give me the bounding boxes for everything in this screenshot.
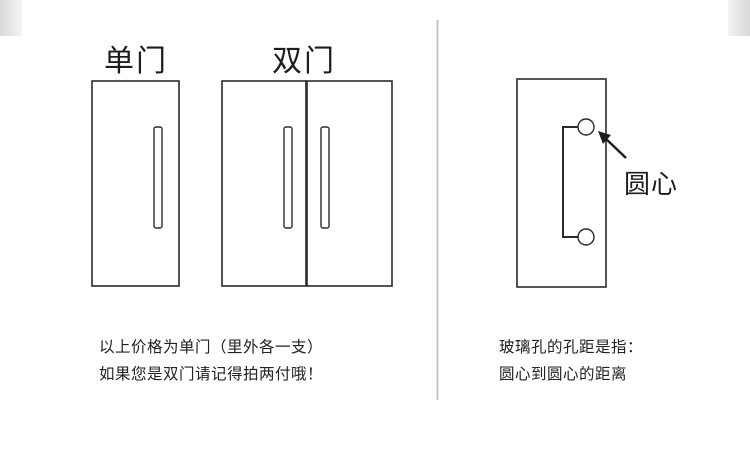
handle-bracket: [562, 126, 578, 238]
right-caption-line-2: 圆心到圆心的距离: [499, 365, 628, 383]
double-door-left-panel: [221, 80, 307, 287]
double-door-right-handle: [320, 126, 330, 229]
center-point-label: 圆心: [624, 170, 679, 200]
corner-shade-left: [0, 0, 22, 36]
glass-hole-bottom: [577, 228, 595, 246]
single-door-illustration: [91, 80, 180, 287]
glass-door-panel: [516, 78, 607, 288]
double-door-illustration: [221, 80, 393, 287]
corner-shade-right: [728, 0, 750, 36]
right-caption-line-1: 玻璃孔的孔距是指：: [499, 338, 644, 356]
glass-hole-top: [577, 118, 595, 136]
left-caption-line-2: 如果您是双门请记得拍两付哦！: [99, 365, 324, 383]
single-door-panel: [91, 80, 180, 287]
double-door-left-handle: [283, 126, 293, 229]
single-door-handle: [153, 126, 163, 229]
glass-door-illustration: [516, 78, 627, 288]
double-door-right-panel: [306, 80, 393, 287]
arrow-pointer-icon: [598, 131, 627, 159]
left-caption-line-1: 以上价格为单门（里外各一支）: [99, 338, 324, 356]
double-door-label: 双门: [272, 44, 336, 79]
single-door-label: 单门: [104, 44, 168, 79]
